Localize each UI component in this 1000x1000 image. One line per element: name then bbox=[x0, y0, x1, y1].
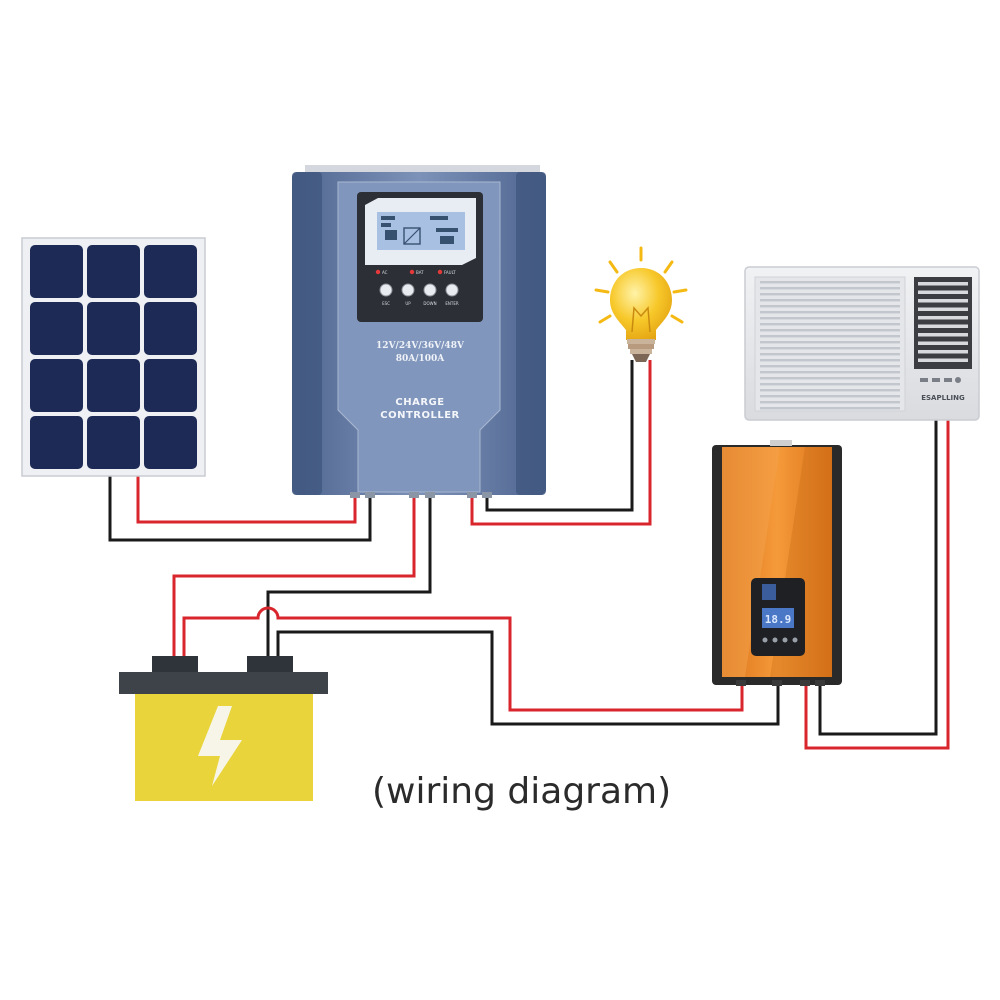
solar-cell bbox=[30, 302, 83, 355]
ac-vent bbox=[918, 324, 968, 328]
up-button-label: UP bbox=[405, 301, 411, 306]
wire-battery-negative bbox=[266, 494, 432, 664]
ac-slat bbox=[760, 317, 900, 320]
ac-slat bbox=[760, 335, 900, 338]
esc-button-label: ESC bbox=[382, 301, 390, 306]
solar-cell bbox=[87, 245, 140, 298]
down-button-label: DOWN bbox=[423, 301, 436, 306]
wire-ac-positive bbox=[804, 420, 950, 750]
indicator-fault-label: FAULT bbox=[444, 270, 456, 275]
control-buttons: ESC UP DOWN ENTER bbox=[379, 283, 459, 306]
ac-vent bbox=[918, 341, 968, 345]
indicator-bat bbox=[409, 269, 415, 275]
lcd-readout bbox=[381, 216, 458, 245]
ac-slat bbox=[760, 401, 900, 404]
wire-solar-positive bbox=[136, 476, 357, 524]
controller-name-line2: CONTROLLER bbox=[380, 410, 460, 421]
ac-slat bbox=[760, 305, 900, 308]
solar-cell bbox=[144, 302, 197, 355]
solar-cell bbox=[87, 359, 140, 412]
indicator-ac bbox=[375, 269, 381, 275]
solar-panel bbox=[21, 237, 206, 477]
wire-battery-positive bbox=[172, 494, 416, 664]
ac-vent bbox=[918, 282, 968, 286]
ac-vent bbox=[918, 299, 968, 303]
ac-slat bbox=[760, 341, 900, 344]
ac-slat bbox=[760, 383, 900, 386]
inverter: 18.9 bbox=[712, 440, 842, 686]
ac-slat bbox=[760, 371, 900, 374]
wire-load-positive bbox=[485, 360, 634, 512]
ac-slat bbox=[760, 287, 900, 290]
controller-voltage-label: 12V/24V/36V/48V bbox=[376, 341, 465, 351]
indicator-ac-label: AC bbox=[382, 270, 388, 275]
battery bbox=[119, 656, 328, 801]
solar-cell bbox=[144, 416, 197, 469]
solar-cell bbox=[144, 245, 197, 298]
ac-slat bbox=[760, 365, 900, 368]
ac-slat bbox=[760, 407, 900, 410]
ac-slat bbox=[760, 299, 900, 302]
controller-current-label: 80A/100A bbox=[396, 354, 446, 364]
esc-button[interactable] bbox=[379, 283, 393, 297]
controller-name-line1: CHARGE bbox=[395, 397, 444, 408]
wire-load-negative bbox=[470, 360, 652, 526]
indicator-fault bbox=[437, 269, 443, 275]
ac-slat bbox=[760, 359, 900, 362]
solar-cell bbox=[30, 359, 83, 412]
ac-slat bbox=[760, 395, 900, 398]
charge-controller: AC BAT FAULT ESC UP DOWN ENTER 12V/24V/3… bbox=[292, 165, 546, 498]
ac-vent bbox=[918, 350, 968, 354]
solar-cell bbox=[87, 416, 140, 469]
wire-inverter-positive bbox=[182, 606, 744, 712]
ac-slat bbox=[760, 329, 900, 332]
inverter-display-value: 18.9 bbox=[765, 613, 792, 626]
enter-button-label: ENTER bbox=[445, 301, 458, 306]
ac-vent bbox=[918, 358, 968, 362]
air-conditioner: ESAPLLING bbox=[744, 266, 980, 421]
wire-solar-negative bbox=[108, 476, 372, 542]
enter-button[interactable] bbox=[445, 283, 459, 297]
ac-brand-label: ESAPLLING bbox=[921, 394, 965, 402]
solar-cell bbox=[30, 245, 83, 298]
solar-cell bbox=[30, 416, 83, 469]
ac-slat bbox=[760, 389, 900, 392]
ac-vent bbox=[918, 316, 968, 320]
indicator-bat-label: BAT bbox=[416, 270, 424, 275]
lightning-icon bbox=[198, 706, 242, 786]
ac-vent bbox=[918, 307, 968, 311]
solar-cell bbox=[144, 359, 197, 412]
light-bulb-icon bbox=[594, 246, 688, 362]
ac-vent bbox=[918, 333, 968, 337]
wire-inverter-negative bbox=[276, 630, 780, 726]
solar-cell bbox=[87, 302, 140, 355]
ac-slat bbox=[760, 293, 900, 296]
wire-ac-negative bbox=[818, 420, 938, 736]
ac-slat bbox=[760, 311, 900, 314]
ac-slat bbox=[760, 353, 900, 356]
wires bbox=[108, 360, 950, 750]
diagram-caption: (wiring diagram) bbox=[372, 771, 672, 812]
ac-vent bbox=[918, 290, 968, 294]
up-button[interactable] bbox=[401, 283, 415, 297]
ac-slat bbox=[760, 377, 900, 380]
ac-slat bbox=[760, 323, 900, 326]
ac-slat bbox=[760, 347, 900, 350]
down-button[interactable] bbox=[423, 283, 437, 297]
ac-slat bbox=[760, 281, 900, 284]
